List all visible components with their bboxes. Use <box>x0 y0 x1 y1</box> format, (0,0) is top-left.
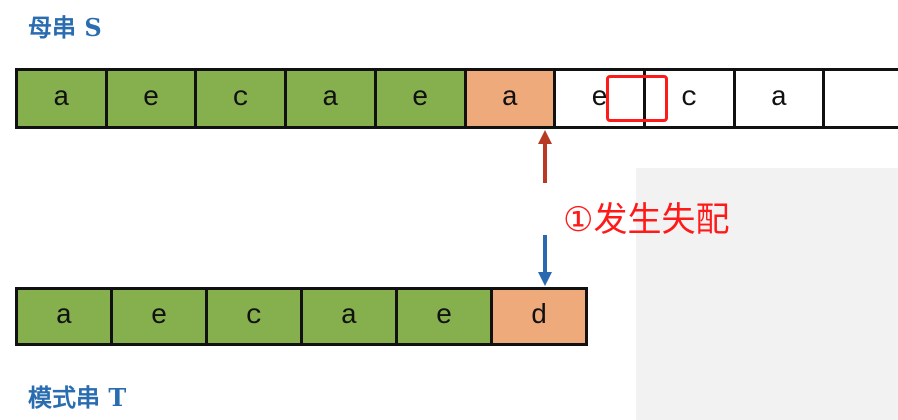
highlight-box <box>606 75 668 122</box>
pattern_string-cell: a <box>18 290 113 343</box>
main_string-cell: a <box>466 71 557 126</box>
main_string-cell: e <box>376 71 467 126</box>
main_string-cell: e <box>107 71 198 126</box>
main_string-cell: e <box>556 71 646 126</box>
pattern_string-cell: c <box>208 290 303 343</box>
pattern-string-label: 模式串 T <box>28 383 127 412</box>
pattern_string-cell: e <box>398 290 493 343</box>
main_string-cell: a <box>287 71 377 126</box>
pattern_string-cell: a <box>303 290 398 343</box>
main-string-label: 母串 S <box>28 13 102 42</box>
main_string-cell: a <box>18 71 108 126</box>
down-arrow-icon <box>538 235 552 286</box>
main_string-cell: c <box>645 71 736 126</box>
main_string-cell: c <box>197 71 288 126</box>
main_string-cell <box>825 71 898 126</box>
pattern_string-cell: e <box>113 290 208 343</box>
pattern_string-cell: d <box>493 290 588 343</box>
background-panel <box>636 168 898 420</box>
mismatch-annotation: ①发生失配 <box>563 200 730 240</box>
main_string-cell: a <box>735 71 826 126</box>
up-arrow-icon <box>538 130 552 183</box>
